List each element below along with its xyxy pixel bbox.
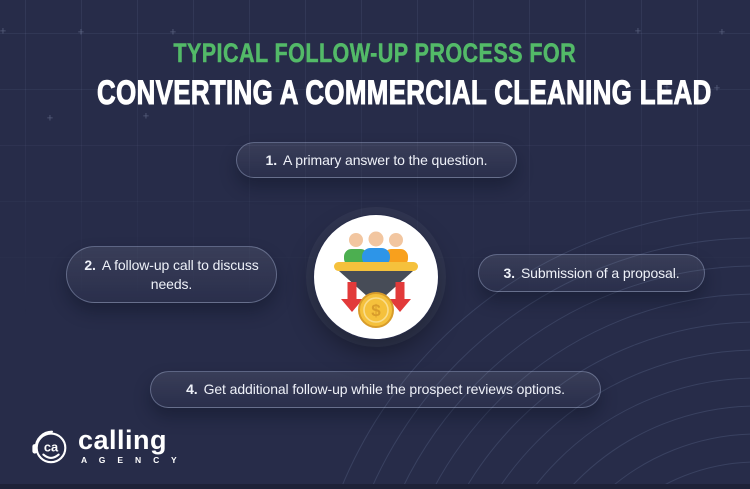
- step-text: Submission of a proposal.: [520, 264, 680, 281]
- dollar-coin-icon: $: [358, 292, 394, 328]
- step-number: 3.: [503, 264, 515, 281]
- logo-wordmark: calling A G E N C Y: [78, 427, 182, 465]
- bottom-edge-strip: [0, 484, 750, 489]
- person-green-icon: [344, 233, 368, 266]
- lead-funnel-icon: $: [313, 214, 439, 340]
- logo-brand-text: calling: [78, 425, 168, 456]
- step-text: A follow-up call to discuss needs.: [101, 256, 259, 292]
- person-orange-icon: [384, 233, 408, 266]
- calling-agency-logo-icon: ca: [32, 430, 67, 464]
- step-number: 1.: [265, 151, 278, 168]
- step-text: Get additional follow-up while the prosp…: [203, 381, 565, 398]
- plus-mark-decoration: +: [634, 25, 642, 38]
- lead-funnel-graphic: $: [314, 215, 438, 339]
- plus-mark-decoration: +: [718, 26, 726, 39]
- step-label: 4. Get additional follow-up while the pro…: [186, 380, 565, 399]
- headset-earpiece: [32, 444, 38, 454]
- down-arrow-left-icon: [341, 282, 363, 312]
- title-line-accent: TYPICAL FOLLOW-UP PROCESS FOR: [173, 38, 577, 68]
- person-blue-icon: [362, 231, 390, 266]
- step-text: A primary answer to the question.: [283, 151, 488, 168]
- step-pill-2: 2. A follow-up call to discuss needs.: [66, 246, 277, 303]
- step-label: 2. A follow-up call to discuss needs.: [81, 256, 262, 294]
- title-line-main: CONVERTING A COMMERCIAL CLEANING LEAD: [97, 74, 712, 112]
- page-title: TYPICAL FOLLOW-UP PROCESS FOR CONVERTING…: [0, 38, 750, 112]
- logo-initials: ca: [44, 440, 59, 455]
- logo-subtext: A G E N C Y: [81, 455, 182, 466]
- step-label: 3. Submission of a proposal.: [503, 264, 679, 283]
- down-arrow-right-icon: [389, 282, 411, 312]
- step-label: 1. A primary answer to the question.: [266, 151, 488, 170]
- plus-mark-decoration: +: [142, 110, 150, 123]
- calling-agency-logo: ca calling A G E N C Y: [30, 423, 182, 469]
- dollar-symbol: $: [371, 301, 381, 320]
- step-pill-4: 4. Get additional follow-up while the pro…: [150, 371, 601, 408]
- plus-mark-decoration: +: [46, 112, 54, 125]
- step-number: 2.: [84, 256, 96, 273]
- plus-mark-decoration: +: [0, 25, 7, 38]
- step-pill-3: 3. Submission of a proposal.: [478, 254, 705, 292]
- plus-mark-decoration: +: [77, 26, 85, 39]
- funnel-rim: [334, 262, 418, 271]
- step-pill-1: 1. A primary answer to the question.: [236, 142, 517, 178]
- smile-curve: [42, 453, 60, 459]
- plus-mark-decoration: +: [169, 26, 177, 39]
- step-number: 4.: [186, 381, 198, 398]
